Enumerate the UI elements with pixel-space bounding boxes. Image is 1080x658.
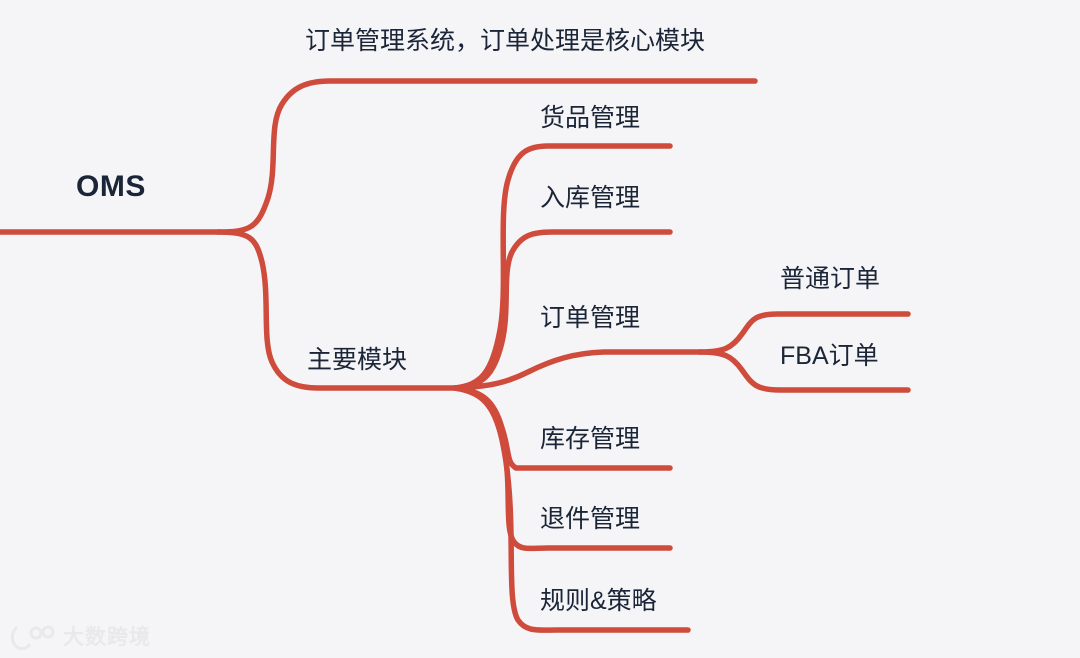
node-module-returns[interactable]: 退件管理 [540,505,641,533]
brand-logo-icon [10,625,55,650]
watermark-label: 大数跨境 [63,625,151,649]
node-order-fba[interactable]: FBA订单 [780,342,879,370]
node-module-order[interactable]: 订单管理 [540,304,641,332]
branch-fba-order [697,349,911,393]
node-module-rules[interactable]: 规则&策略 [540,587,657,615]
branch-rules [452,385,691,633]
node-order-normal[interactable]: 普通订单 [780,265,881,293]
watermark: 大数跨境 [10,624,151,650]
node-module-goods[interactable]: 货品管理 [540,104,641,132]
branch-to-title [215,78,758,235]
branch-goods [452,143,673,391]
branch-order [452,349,703,391]
branch-to-main-modules [215,229,458,391]
node-module-inventory[interactable]: 库存管理 [540,425,641,453]
node-title-text[interactable]: 订单管理系统，订单处理是核心模块 [305,27,706,55]
node-module-inbound[interactable]: 入库管理 [540,184,641,212]
branch-inbound [452,229,673,391]
node-root-oms[interactable]: OMS [76,170,146,203]
node-main-modules[interactable]: 主要模块 [307,346,408,374]
branch-normal-order [697,311,911,355]
